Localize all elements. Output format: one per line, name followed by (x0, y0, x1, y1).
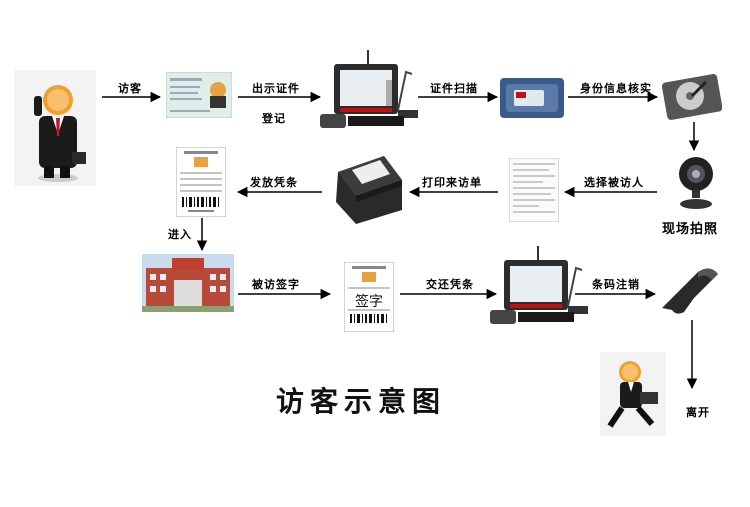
label-scan-id: 证件扫描 (430, 82, 478, 95)
visitor-slip-icon (175, 146, 227, 218)
label-leave: 离开 (686, 406, 710, 419)
label-show-id: 出示证件 (252, 82, 300, 95)
label-verify: 身份信息核实 (580, 82, 652, 95)
building-icon (142, 254, 234, 312)
label-enter: 进入 (168, 228, 192, 241)
signed-slip-text: 签字 (355, 293, 383, 310)
label-host-sign: 被访签字 (252, 278, 300, 291)
label-issue-slip: 发放凭条 (250, 176, 298, 189)
id-card-icon (165, 71, 233, 119)
leaving-visitor-icon (600, 352, 666, 436)
receipt-printer-icon (328, 152, 404, 226)
barcode-scanner-icon (658, 264, 722, 316)
label-print-slip: 打印来访单 (422, 176, 482, 189)
signed-slip-icon: 签字 (343, 261, 395, 333)
webcam-icon (676, 156, 716, 210)
label-register: 登记 (262, 112, 286, 125)
diagram-title: 访客示意图 (276, 385, 447, 418)
label-barcode-cancel: 条码注销 (592, 278, 640, 291)
id-scanner-icon (500, 78, 564, 118)
visitor-form-icon (508, 157, 560, 223)
label-select-host: 选择被访人 (584, 176, 644, 189)
return-terminal-icon (490, 246, 590, 328)
label-visitor: 访客 (118, 82, 142, 95)
registration-terminal-icon (320, 50, 420, 132)
hard-disk-icon (661, 72, 723, 120)
visitor-person-icon (14, 70, 96, 186)
label-photo: 现场拍照 (662, 222, 719, 237)
label-return-slip: 交还凭条 (426, 278, 474, 291)
